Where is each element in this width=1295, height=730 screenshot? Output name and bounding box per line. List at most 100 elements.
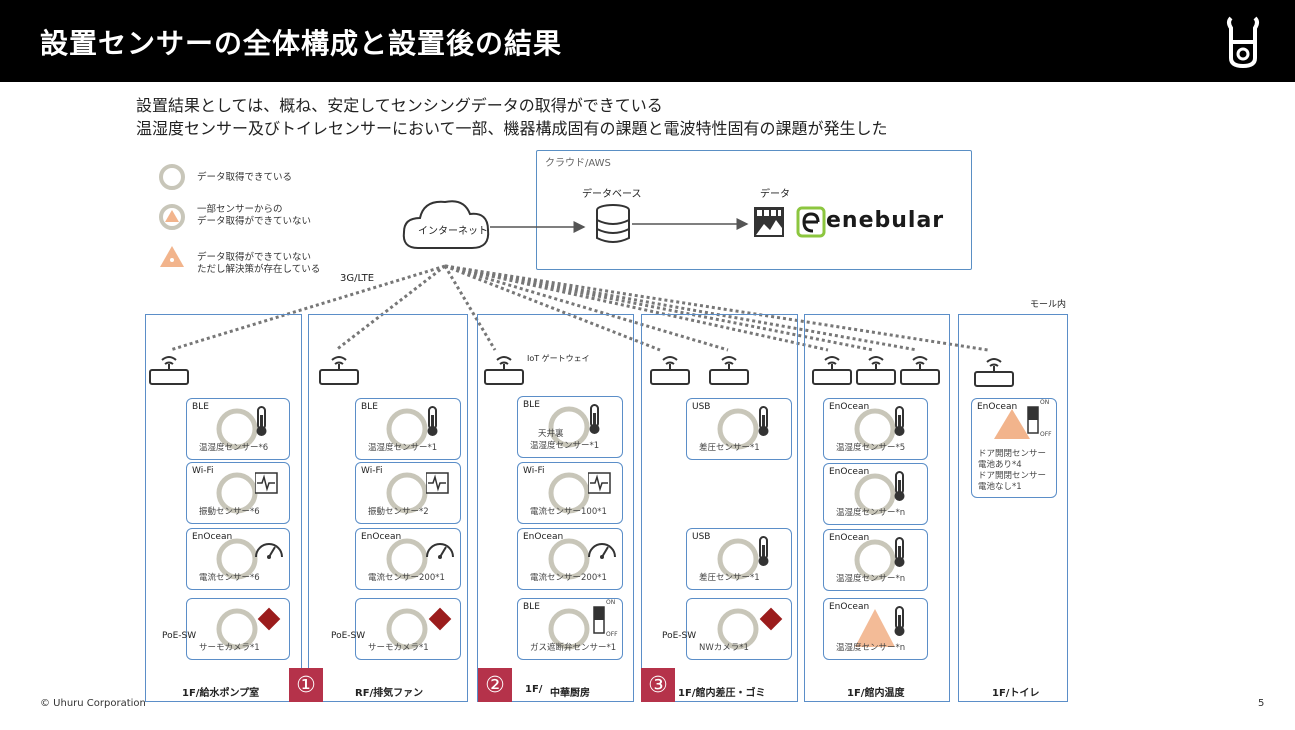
status-ok-ring-icon: [854, 609, 895, 647]
sensor-name-label: 温湿度センサー*n: [836, 643, 906, 653]
panel-exhaust-fan: [308, 314, 468, 702]
enebular-logo-icon: [796, 206, 826, 238]
vibration-icon: [255, 472, 278, 494]
badge-1: ①: [289, 668, 323, 702]
status-ok-ring-icon: [717, 608, 759, 650]
panel-footer-6: 1F/トイレ: [992, 688, 1040, 699]
badge-2: ②: [478, 668, 512, 702]
status-ok-ring-icon: [216, 538, 258, 580]
gauge-icon: [588, 543, 616, 559]
camera-icon: [759, 607, 783, 631]
status-ok-ring-icon: [386, 408, 428, 450]
status-ng-triangle-icon: [994, 409, 1030, 439]
panel-pressure: [641, 314, 798, 702]
sensor-name-label: 温湿度センサー*1: [530, 441, 600, 451]
status-ok-ring-icon: [717, 408, 759, 450]
antenna-icons: [161, 356, 1002, 372]
thermometer-icon: [758, 406, 769, 436]
thermometer-icon: [758, 536, 769, 566]
panel-kitchen: [477, 314, 634, 702]
sensor-name-label: 電池あり*4: [978, 460, 1022, 470]
legend-partial-icon: [159, 204, 185, 230]
thermometer-icon: [894, 406, 905, 436]
sensor-name-label: 温湿度センサー*n: [836, 508, 906, 518]
copyright: © Uhuru Corporation: [40, 698, 146, 709]
sensor-name-label: 振動センサー*6: [199, 507, 260, 517]
data-label: データ: [760, 189, 790, 200]
sensor-protocol-label: EnOcean: [523, 532, 564, 542]
status-ok-ring-icon: [216, 608, 258, 650]
database-icon: [596, 204, 630, 243]
thermometer-icon: [894, 537, 905, 567]
camera-icon: [257, 607, 281, 631]
vibration-icon: [426, 472, 449, 494]
sensor-name-label: ドア開閉センサー: [978, 449, 1047, 459]
status-ok-ring-icon: [548, 472, 590, 514]
sensor-protocol-label: Wi-Fi: [523, 466, 545, 476]
sensor-name-label: 振動センサー*2: [368, 507, 429, 517]
iot-gateway-label: IoT ゲートウェイ: [527, 354, 590, 363]
sensor-name-label: 差圧センサー*1: [699, 573, 760, 583]
sensor-name-label: 温湿度センサー*5: [836, 443, 906, 453]
status-ok-ring-icon: [854, 539, 895, 581]
status-ok-ring-icon: [386, 472, 428, 514]
page-number: 5: [1258, 698, 1265, 709]
sensor-name-label: 差圧センサー*1: [699, 443, 760, 453]
switch-on-label: ON: [1040, 399, 1050, 406]
sensor-name-label: 電流センサー100*1: [530, 507, 607, 517]
thermometer-icon: [894, 471, 905, 501]
legend-ok-label: データ取得できている: [197, 172, 293, 183]
panel-toilet: [958, 314, 1068, 702]
wireless-links: [169, 264, 989, 352]
switch-icon: [593, 606, 605, 634]
panel-footer-3-left: 1F/: [525, 684, 543, 695]
router-icons: [149, 369, 1014, 387]
status-ok-ring-icon: [548, 538, 590, 580]
status-ok-ring-icon: [854, 473, 895, 515]
status-ok-ring-icon: [386, 608, 428, 650]
intro-line-1: 設置結果としては、概ね、安定してセンシングデータの取得ができている: [136, 96, 663, 115]
panel-footer-3: 中華厨房: [550, 688, 590, 699]
sensor-protocol-label: USB: [692, 532, 711, 542]
thermometer-icon: [894, 606, 905, 636]
panel-footer-5: 1F/館内温度: [847, 688, 905, 699]
gauge-icon: [426, 543, 454, 559]
poe-switch-label: PoE-SW: [162, 631, 197, 641]
panel-footer-4: 1F/館内差圧・ゴミ: [678, 688, 766, 699]
sensor-protocol-label: USB: [692, 402, 711, 412]
sensor-card: Wi-Fi 電流センサー100*1: [517, 462, 623, 524]
legend-partial-label-2: データ取得ができていない: [197, 216, 312, 227]
sensor-protocol-label: BLE: [361, 402, 378, 412]
switch-off-label: OFF: [1040, 431, 1052, 438]
sensor-card: USB 差圧センサー*1: [686, 528, 792, 590]
sensor-name-label: 電流センサー200*1: [530, 573, 607, 583]
switch-icon: [1027, 406, 1039, 434]
status-ok-ring-icon: [548, 608, 590, 650]
sensor-name-label: 電流センサー200*1: [368, 573, 445, 583]
sensor-name-label: 温湿度センサー*n: [836, 574, 906, 584]
sensor-card: USB 差圧センサー*1: [686, 398, 792, 460]
thermometer-icon: [256, 406, 267, 436]
sensor-protocol-label: EnOcean: [192, 532, 233, 542]
dashboard-icon: [754, 207, 784, 237]
panel-pump-room: [145, 314, 302, 702]
poe-switch-label: PoE-SW: [662, 631, 697, 641]
internet-cloud-icon: [402, 200, 490, 249]
sensor-name-label: サーモカメラ*1: [368, 643, 429, 653]
cloud-aws-box: [536, 150, 972, 270]
thermometer-icon: [589, 404, 600, 434]
sensor-protocol-label: EnOcean: [977, 402, 1018, 412]
poe-switch-label: PoE-SW: [331, 631, 366, 641]
panel-temperature: [804, 314, 950, 702]
